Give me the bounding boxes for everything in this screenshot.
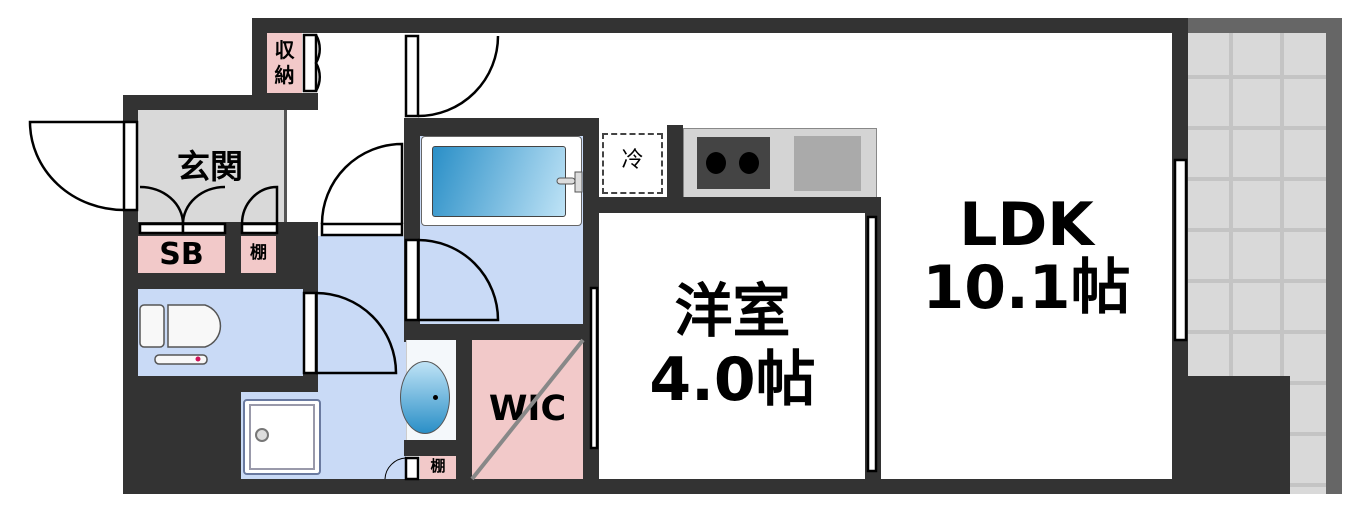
storage	[267, 33, 302, 93]
sb-door-right	[181, 222, 227, 235]
western-room-label-line1: 洋室	[674, 277, 791, 345]
wall-bath-top	[404, 118, 599, 136]
storage-door-leaf	[302, 33, 318, 93]
balcony-window	[1173, 158, 1188, 342]
genkan-border-right	[284, 110, 287, 222]
wall-under-sb	[123, 273, 318, 289]
ldk-label-line2: 10.1帖	[922, 253, 1131, 323]
shelf-door	[240, 222, 279, 235]
shower-tray	[243, 399, 321, 475]
shelf-entry	[241, 236, 276, 273]
burner-1	[706, 152, 726, 174]
wall-kitchen-divider	[667, 125, 683, 210]
wall-shelf-divider	[276, 222, 318, 289]
hallway-upper	[318, 236, 406, 292]
shelf-wash-label: 棚	[430, 457, 446, 475]
shoe-box-label: SB	[159, 237, 204, 272]
wall-top	[252, 18, 1188, 33]
front-door-swing	[28, 120, 125, 212]
wash-basin	[400, 361, 450, 434]
balcony-floor	[1188, 33, 1326, 494]
shelf-entry-label: 棚	[250, 243, 267, 263]
fridge-space	[602, 133, 663, 194]
wall-wash-bottom	[404, 440, 472, 456]
wall-storage-left	[252, 18, 267, 110]
front-door-leaf	[122, 120, 139, 212]
bathtub-basin	[432, 146, 566, 217]
wall-sb-divider	[225, 222, 241, 289]
hallway-door-leaf	[320, 222, 404, 237]
toilet-fixture	[139, 304, 222, 365]
storage-label-line2: 納	[274, 63, 295, 87]
ldk-label-line1: LDK	[959, 190, 1094, 260]
fridge-label: 冷	[621, 148, 644, 173]
wall-bottom	[123, 479, 1188, 494]
balcony-outdoor-unit-block	[1172, 376, 1290, 494]
shelf-wash	[420, 456, 456, 479]
bathroom-door-leaf	[404, 238, 420, 322]
basin-drain	[433, 395, 438, 400]
corridor-door-swing	[417, 35, 500, 118]
storage-door-swing	[314, 34, 321, 92]
wall-bottom-left-block	[123, 376, 241, 494]
shelf-wash-door	[404, 456, 420, 481]
shoe-box	[138, 236, 225, 273]
western-room-label-line2: 4.0帖	[649, 345, 816, 415]
bath-faucet	[556, 171, 583, 193]
wall-bath-bottom	[404, 324, 599, 340]
wall-storage-bottom	[252, 93, 318, 110]
corridor-door-leaf	[404, 34, 420, 118]
toilet-door-leaf	[302, 291, 318, 375]
sink	[794, 136, 861, 191]
wall-toilet-bottom	[138, 376, 318, 392]
storage-label-line1: 収	[274, 38, 295, 62]
wall-western-top	[583, 197, 881, 213]
wic-diagonal	[470, 338, 585, 481]
wic-sliding-door	[589, 286, 599, 450]
sb-door-left	[138, 222, 185, 235]
burner-2	[739, 152, 759, 174]
western-sliding-door	[866, 215, 878, 473]
genkan-floor	[138, 110, 284, 222]
genkan-label: 玄関	[177, 147, 243, 186]
